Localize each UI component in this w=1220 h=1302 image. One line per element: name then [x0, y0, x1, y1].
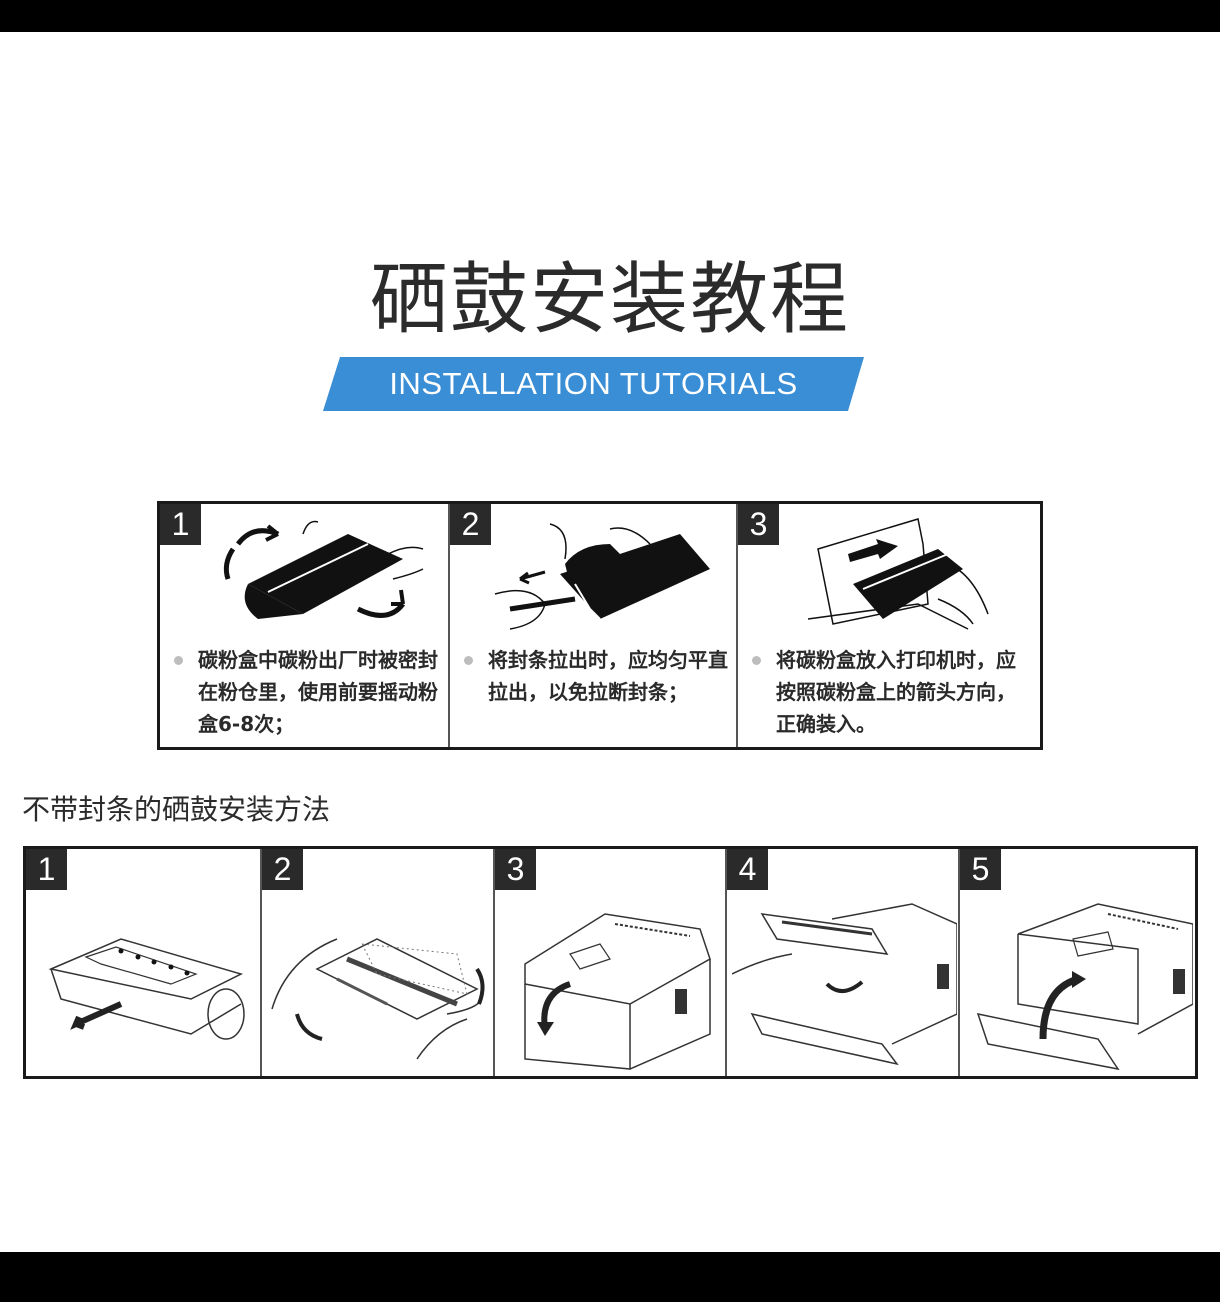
remove-packaging-illustration	[48, 938, 245, 1040]
top-black-bar	[0, 0, 1220, 32]
section-subtitle: 不带封条的硒鼓安装方法	[22, 793, 331, 826]
english-title-banner: INSTALLATION TUTORIALS	[323, 357, 864, 411]
bullet-dot-icon	[174, 656, 183, 665]
bullet-dot-icon	[752, 656, 761, 665]
pull-seal-illustration	[494, 523, 710, 630]
step-number-badge: 3	[495, 849, 536, 890]
bottom-black-bar	[0, 1252, 1220, 1302]
open-front-cover-illustration	[524, 913, 711, 1070]
bullet-dot-icon	[464, 656, 473, 665]
step-number-badge: 1	[160, 504, 201, 545]
step-card: 4	[727, 849, 960, 1076]
close-front-cover-illustration	[976, 903, 1193, 1071]
shake-cartridge-illustration	[223, 520, 424, 619]
no-seal-steps-panel: 1 2 3	[23, 846, 1198, 1079]
insert-cartridge-illustration	[807, 518, 989, 630]
step-card: 1	[26, 849, 262, 1076]
step-number-badge: 1	[26, 849, 67, 890]
step-card: 2	[262, 849, 495, 1076]
step-description: 将封条拉出时，应均匀平直拉出，以免拉断封条；	[460, 644, 728, 708]
banner-parallelogram-shape	[323, 357, 864, 411]
step-number-badge: 3	[738, 504, 779, 545]
insert-drum-illustration	[732, 903, 957, 1066]
step-description: 碳粉盒中碳粉出厂时被密封在粉仓里，使用前要摇动粉盒6-8次；	[170, 644, 440, 740]
step-card: 5	[960, 849, 1195, 1076]
step-number-badge: 4	[727, 849, 768, 890]
step-number-badge: 2	[450, 504, 491, 545]
with-seal-steps-panel: 1 碳粉盒中碳粉出厂时被密封在粉仓里，使用前要摇动粉盒6-8次； 2	[157, 501, 1043, 750]
rock-drum-illustration	[271, 938, 485, 1060]
step-card: 1 碳粉盒中碳粉出厂时被密封在粉仓里，使用前要摇动粉盒6-8次；	[160, 504, 450, 747]
step-card: 3	[495, 849, 727, 1076]
step-number-badge: 5	[960, 849, 1001, 890]
step-description: 将碳粉盒放入打印机时，应按照碳粉盒上的箭头方向，正确装入。	[748, 644, 1032, 740]
banner-label: INSTALLATION TUTORIALS	[389, 366, 798, 401]
page-title: 硒鼓安装教程	[369, 255, 850, 345]
step-card: 3 将碳粉盒放入打印机时，应按照碳粉盒上的箭头方向，正确装入。	[738, 504, 1040, 747]
step-card: 2 将封条拉出时，应均匀平直拉出，以免拉断封条；	[450, 504, 738, 747]
step-number-badge: 2	[262, 849, 303, 890]
